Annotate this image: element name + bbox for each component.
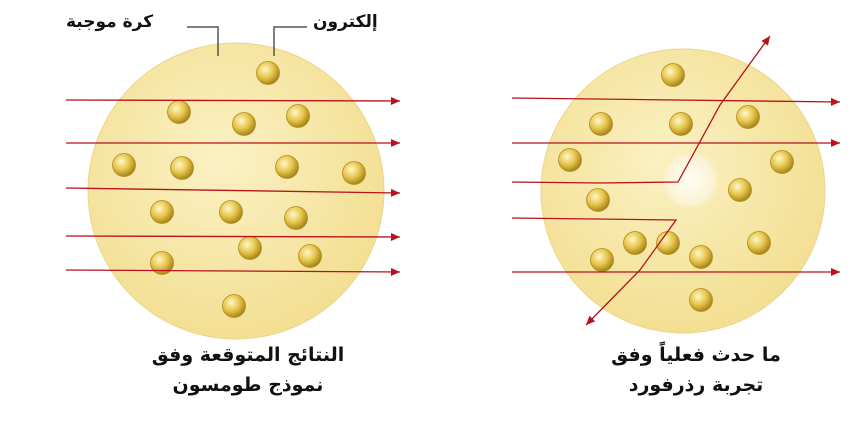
electron-icon: [771, 151, 794, 174]
electron-icon: [737, 106, 760, 129]
electron-icon: [662, 64, 685, 87]
arrowhead-icon: [391, 97, 400, 105]
rutherford-caption-line2: تجربة رذرفورد: [566, 370, 826, 400]
electron-icon: [220, 201, 243, 224]
electron-icon: [587, 189, 610, 212]
electron-icon: [233, 113, 256, 136]
thomson-caption-line2: نموذج طومسون: [118, 370, 378, 400]
electron-icon: [591, 249, 614, 272]
rutherford-caption-line1: ما حدث فعلياً وفق: [566, 340, 826, 370]
positive-sphere-label: كرة موجبة: [66, 12, 153, 32]
rutherford-caption: ما حدث فعلياً وفق تجربة رذرفورد: [566, 340, 826, 400]
electron-icon: [559, 149, 582, 172]
thomson-model: [66, 43, 400, 339]
rutherford-model: [512, 36, 840, 333]
nucleus-glow: [656, 146, 724, 214]
arrowhead-icon: [831, 268, 840, 276]
arrowhead-icon: [831, 139, 840, 147]
electron-icon: [624, 232, 647, 255]
thomson-caption-line1: النتائج المتوقعة وفق: [118, 340, 378, 370]
electron-icon: [729, 179, 752, 202]
arrowhead-icon: [831, 98, 840, 106]
arrowhead-icon: [391, 233, 400, 241]
electron-icon: [690, 246, 713, 269]
thomson-caption: النتائج المتوقعة وفق نموذج طومسون: [118, 340, 378, 400]
electron-label: إلكترون: [313, 12, 378, 32]
electron-icon: [239, 237, 262, 260]
arrowhead-icon: [761, 36, 770, 46]
electron-icon: [299, 245, 322, 268]
arrowhead-icon: [391, 139, 400, 147]
electron-icon: [168, 101, 191, 124]
electron-icon: [343, 162, 366, 185]
electron-icon: [223, 295, 246, 318]
electron-icon: [171, 157, 194, 180]
electron-icon: [690, 289, 713, 312]
arrowhead-icon: [391, 189, 400, 197]
electron-icon: [287, 105, 310, 128]
electron-icon: [748, 232, 771, 255]
electron-icon: [670, 113, 693, 136]
electron-icon: [276, 156, 299, 179]
electron-icon: [285, 207, 308, 230]
arrowhead-icon: [391, 268, 400, 276]
electron-icon: [113, 154, 136, 177]
electron-icon: [257, 62, 280, 85]
electron-icon: [590, 113, 613, 136]
electron-icon: [151, 201, 174, 224]
